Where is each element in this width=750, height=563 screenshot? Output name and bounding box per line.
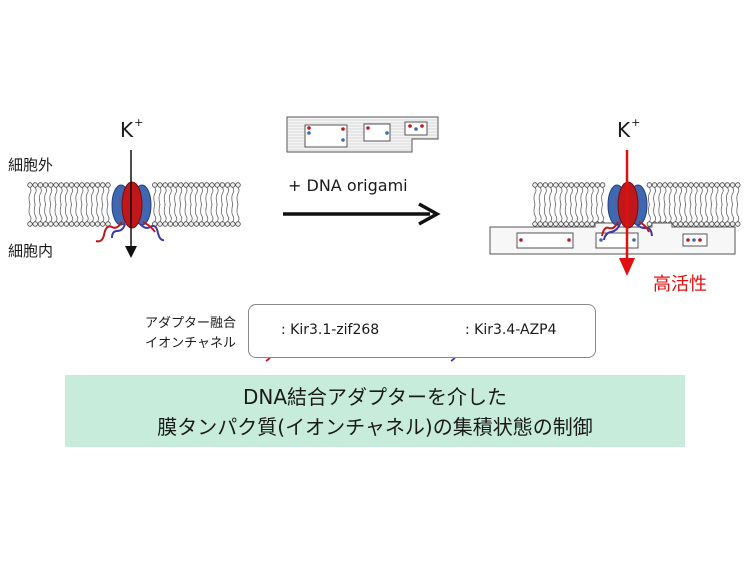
caption-line-2: 膜タンパク質(イオンチャネル)の集積状態の制御 <box>157 415 593 439</box>
right-ion-label: K+ <box>617 116 641 142</box>
high-activity-arrow-head <box>619 258 635 276</box>
legend-red-label: : Kir3.1-zif268 <box>281 322 380 338</box>
left-membrane <box>27 182 241 227</box>
right-origami-plate <box>489 222 736 255</box>
legend-blue-label: : Kir3.4-AZP4 <box>465 322 557 338</box>
dna-origami-label: + DNA origami <box>288 176 408 195</box>
intracellular-label: 細胞内 <box>8 242 54 260</box>
caption-line-1: DNA結合アダプターを介した <box>242 385 508 409</box>
high-activity-label: 高活性 <box>653 274 707 295</box>
left-ion-label: K+ <box>120 116 144 142</box>
extracellular-label: 細胞外 <box>8 156 54 174</box>
left-ion-channel <box>95 181 165 243</box>
right-membrane <box>532 182 741 227</box>
legend-title: アダプター融合 イオンチャネル <box>144 316 236 351</box>
dna-origami-tile <box>286 116 439 153</box>
caption-box: DNA結合アダプターを介した 膜タンパク質(イオンチャネル)の集積状態の制御 <box>65 375 685 447</box>
legend-box <box>248 304 596 358</box>
process-arrow-head <box>418 202 441 226</box>
right-ion-channel <box>601 181 653 241</box>
